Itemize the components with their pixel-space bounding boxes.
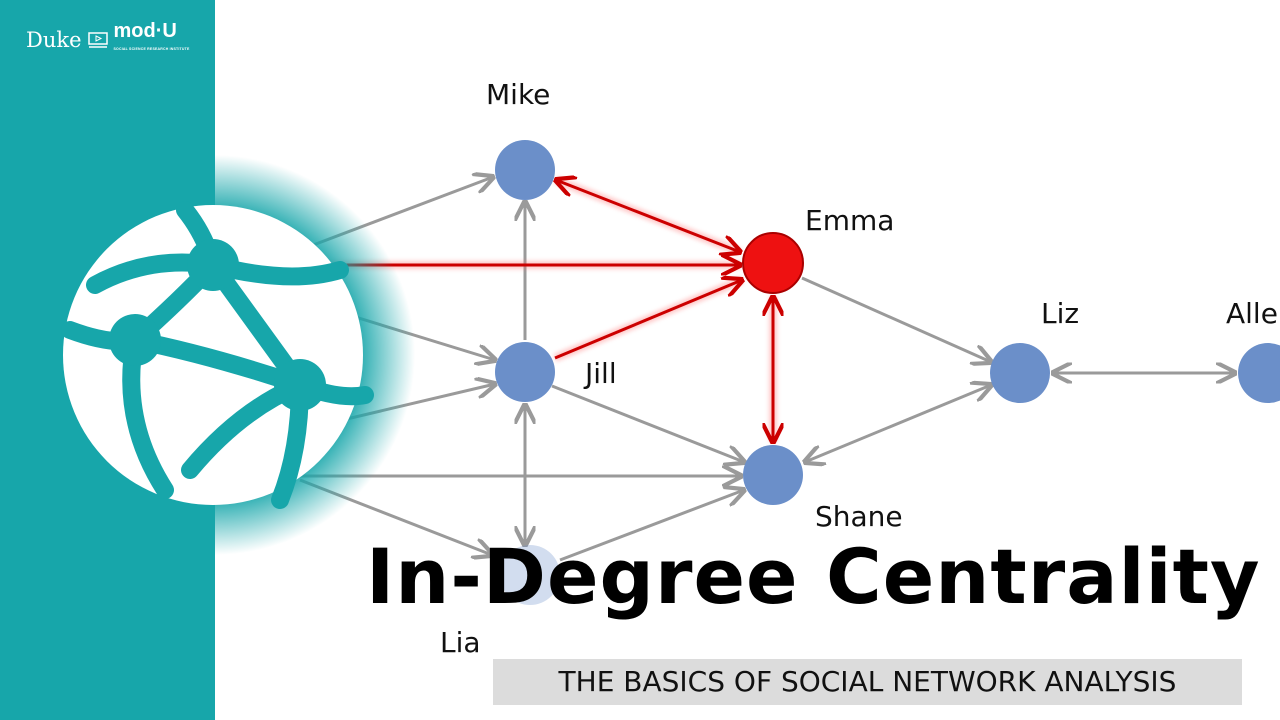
node-label-liz: Liz (1041, 297, 1079, 330)
modu-text: mod·U (113, 20, 177, 42)
node-label-emma: Emma (805, 204, 894, 237)
video-title: In-Degree Centrality (366, 532, 1261, 621)
edge (801, 276, 991, 362)
node-mike (495, 140, 555, 200)
edge (559, 490, 744, 562)
duke-modu-logo: Duke mod·U SOCIAL SCIENCE RESEARCH INSTIT… (26, 20, 190, 58)
modu-wordmark: mod·U SOCIAL SCIENCE RESEARCH INSTITUTE (113, 20, 190, 58)
edge (551, 384, 744, 462)
edge-highlight (556, 180, 740, 252)
node-allen (1238, 343, 1280, 403)
video-player-icon (87, 32, 108, 48)
edge (805, 385, 991, 462)
node-label-jill: Jill (583, 357, 617, 390)
node-label-mike: Mike (486, 78, 550, 111)
modu-subtext: SOCIAL SCIENCE RESEARCH INSTITUTE (113, 47, 190, 51)
duke-wordmark: Duke (26, 28, 82, 52)
edge-highlight (554, 280, 742, 360)
video-subtitle: THE BASICS OF SOCIAL NETWORK ANALYSIS (493, 659, 1242, 705)
node-shane (743, 445, 803, 505)
node-label-shane: Shane (815, 500, 903, 533)
globe-network-icon (15, 155, 415, 555)
node-label-allen: Alle (1226, 297, 1278, 330)
node-liz (990, 343, 1050, 403)
node-lia (500, 545, 560, 605)
node-label-lia: Lia (440, 626, 481, 659)
node-emma (742, 232, 804, 294)
node-jill (495, 342, 555, 402)
